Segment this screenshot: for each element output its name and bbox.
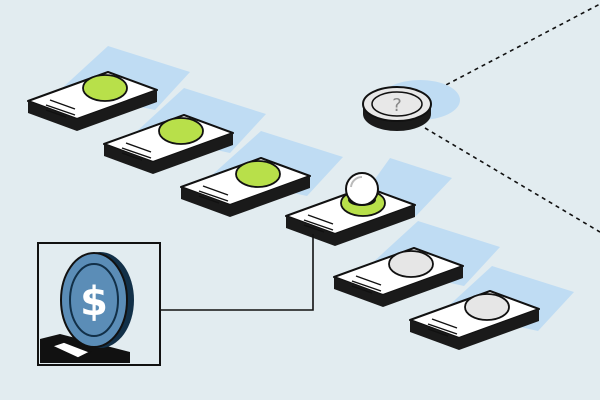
question-mark-icon: ? [362,86,432,131]
step-card-5 [333,247,464,307]
step-card-6 [409,290,540,350]
completed-marker-icon [82,74,128,102]
completed-marker-icon [158,117,204,145]
pending-marker-icon [464,293,510,321]
pawn-icon [345,172,379,206]
step-card-4-current [285,172,416,246]
pending-marker-icon [388,250,434,278]
step-card-3 [180,157,311,217]
dashed-connectors [424,3,600,233]
dollar-coin-icon: $ [60,252,134,348]
inset-connector [160,234,314,311]
step-card-1 [27,71,158,131]
coin-symbol: $ [80,279,108,325]
step-card-2 [103,114,234,174]
mystery-symbol: ? [392,95,402,116]
completed-marker-icon [235,160,281,188]
coin-inset-panel: $ [37,242,161,366]
